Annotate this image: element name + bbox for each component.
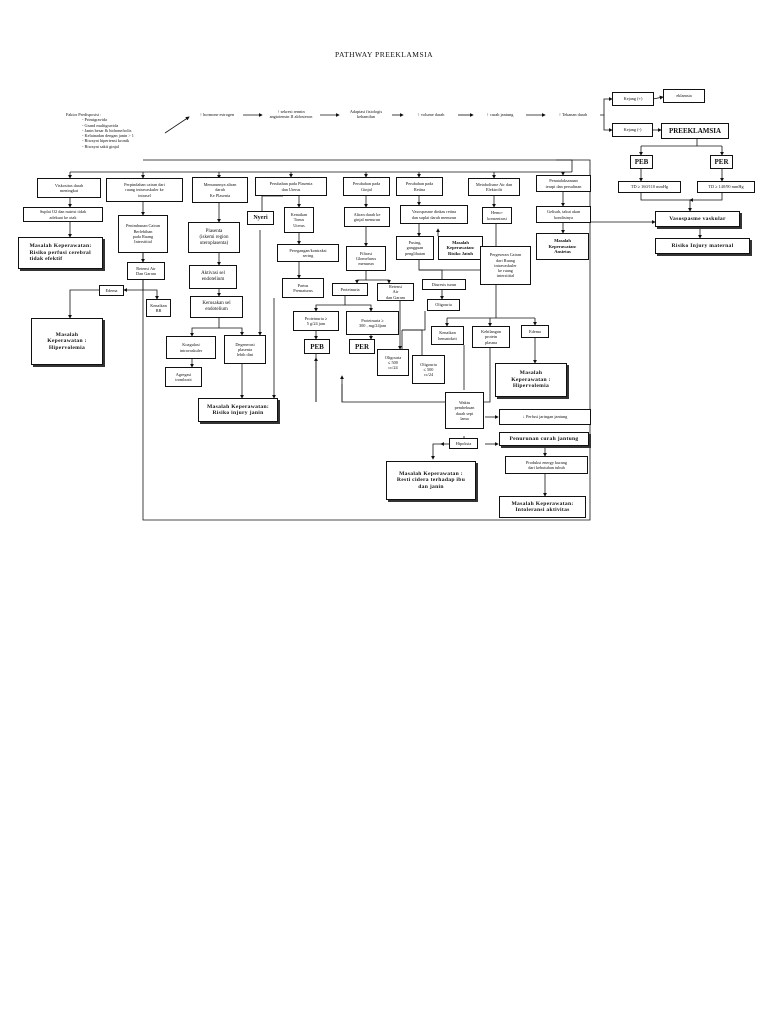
faktor-item: Riwayat hipertensi kronik [82, 138, 134, 143]
hipoksia-box: Hipoksia [449, 438, 478, 449]
masalah-ansietas-box: Masalah Keperawatan: Ansietas [536, 233, 589, 260]
retensi-air-garam-box: Retensi Air Dan Garam [127, 262, 165, 280]
peb-box-2: PEB [304, 339, 330, 354]
adaptasi-fisiologis: Adaptasi fisiologis kehamilan [349, 109, 383, 120]
vasospasme-retina-box: Vasospasme dinkas retina dan suplai dara… [400, 205, 468, 224]
produksi-energy-box: Produksi energy kurang dari kebutuhan tu… [505, 456, 588, 474]
eklamsia-box: eklamsia [663, 89, 705, 103]
masalah-perfusi-box: Masalah Keperawatan: Risiko perfusi cere… [18, 237, 103, 269]
oligouria-500-b-box: Oligouria ≤ 500 cc/24 [412, 355, 445, 384]
faktor-item: Janin besar & hidronefrolis [82, 128, 134, 133]
metabolisme-box: Metabolisme Air dan Elektrolit [468, 178, 520, 196]
nyeri-box: Nyeri [247, 211, 274, 225]
viskositas-box: Viskositas darah meningkat [37, 178, 101, 198]
masalah-resti-cidera-box: Masalah Keperawatan : Resti cidera terha… [386, 461, 476, 500]
risiko-injury-maternal-box: Risiko Injury maternal [655, 238, 750, 254]
page-title: PATHWAY PREEKLAMSIA [334, 50, 434, 59]
penurunan-curah-jantung-box: Penurunan curah jantung [499, 432, 589, 446]
masalah-intoleransi-box: Masalah Keperawatan: Intoleransi aktivit… [499, 496, 586, 518]
per-box-2: PER [349, 339, 375, 354]
proteinuria-per-box: Proteinuria ≥ 300 , mg/24jam [346, 311, 399, 335]
faktor-predisposisi: Faktor Predisposisi : PrimigravidaGrand … [66, 112, 134, 149]
masalah-hipervolemia-2-box: Masalah Keperawatan : Hipervolemia [495, 363, 567, 397]
edema-box: Edema [99, 285, 124, 296]
tekanan-darah: ↑ Tekanan darah [558, 112, 588, 117]
retensi-air-garam-2-box: Retensi Air dan Garam [377, 283, 414, 301]
masalah-hipervolemia-box: Masalah Keperawatan : Hipervolemia [31, 318, 103, 365]
sekresi-renin: ↑ sekresi rennin angiotensin II aldoster… [269, 109, 313, 120]
proteinuria-peb-box: Proteinuria ≥ 5 g/24 jam [293, 311, 339, 331]
kejang-negatif-box: Kejang (-) [612, 123, 653, 137]
kehilangan-protein-box: Kehilangan protein plasma [472, 326, 510, 348]
peb-box: PEB [630, 155, 653, 169]
edema-2-box: Edema [521, 325, 549, 338]
faktor-heading: Faktor Predisposisi : [66, 112, 102, 117]
penatalaksanaan-box: Penatalaksanaan terapi dan persalinan [536, 175, 591, 192]
perubahan-plasenta-box: Perubahan pada Plasenta dan Uterus [255, 177, 327, 196]
plasenta-iskemi-box: Plasenta (iskemi region uteroplasenta) [188, 222, 240, 253]
agregasi-box: Agregasi trombosit [165, 367, 202, 387]
gelisah-box: Gelisah, takut akan kondisinya [536, 206, 591, 223]
pusing-box: Pusing, gangguan penglihatan [396, 236, 434, 260]
kerusakan-sel-box: Kerusakan sel endotelium [190, 296, 243, 318]
perubahan-ginjal-box: Perubahan pada Ginjal [343, 177, 390, 196]
suplai-o2-box: Suplai O2 dan nutrisi tidak adekuat ke o… [23, 207, 103, 222]
peregangan-box: Peregangan/kontraksi sering [277, 244, 339, 262]
kenaikan-tonus-box: Kenaikan Tonus Uterus [284, 207, 314, 233]
curah-jantung: ↑ curah jantung [486, 112, 514, 117]
masalah-risiko-janin-box: Masalah Keperawatan: Risiko injury janin [198, 398, 278, 422]
perpindahan-cairan-box: Perpindahan cairan dari ruang intravasku… [106, 178, 183, 202]
volume-darah: ↑ volume darah [417, 112, 445, 117]
masalah-risiko-jatuh-box: Masalah Keperawatan: Risiko Jatuh [438, 236, 483, 260]
penimbunan-cairan-box: Penimbunan Cairan Berlebihan pada Ruang … [118, 215, 168, 253]
pergeseran-cairan-box: Pergeseran Cairan dari Ruang intravaskul… [480, 246, 531, 285]
perfusi-jantung-box: ↓ Perfusi jaringan jantung [499, 409, 591, 425]
kenaikan-bb-box: Kenaikan BB [146, 299, 171, 317]
filtrasi-box: Filtrasi Glomelurus menurun [346, 246, 386, 271]
preeklamsia-box: PREEKLAMSIA [661, 123, 729, 139]
perubahan-retina-box: Perubahan pada Retina [396, 177, 443, 196]
oligouria-box: Oligouria [427, 299, 460, 311]
kenaikan-hematokrit-box: Kenaikan hematokrit [431, 326, 464, 345]
kejang-positif-box: Kejang (+) [612, 92, 654, 106]
aliran-ginjal-box: Aliran darah ke ginjal menurun [344, 207, 390, 227]
menurunnya-aliran-box: Menurunnya aliran darah Ke Plasenta [192, 177, 248, 203]
proteinuria-box: Proteinuria [332, 283, 368, 296]
hormon-estrogen: ↑ hormone estrogen [199, 112, 235, 117]
faktor-item: Primigravida [82, 117, 134, 122]
faktor-item: Grand multigravida [82, 123, 134, 128]
faktor-item: Riwayat sakit ginjal [82, 144, 134, 149]
td-per-box: TD ≥ 140/90 mmHg [697, 181, 755, 193]
diuresis-box: Diuresis turun [422, 279, 466, 290]
aktivasi-sel-box: Aktivasi sel endotelium [189, 265, 237, 289]
degenerasi-box: Degenerasi plasenta lebih dini [224, 335, 266, 364]
waktu-pembekuan-box: Waktu pembekuan darah sepi lama [445, 392, 484, 429]
faktor-item: Kelainadan dengan janin > 1 [82, 133, 134, 138]
oligouria-500-a-box: Oligouria ≤ 500 cc/24 [377, 349, 409, 376]
per-box: PER [710, 155, 733, 169]
partus-prematurus-box: Partus Prematurus [282, 278, 324, 298]
koagulasi-box: Koagulasi intravaskuler [166, 336, 216, 359]
faktor-list: PrimigravidaGrand multigravidaJanin besa… [66, 117, 134, 149]
td-peb-box: TD ≥ 160/110 mmHg [618, 181, 681, 193]
hemokonsentrasi-box: Hemo- konsentrasi [482, 207, 512, 224]
vasospasme-vaskular-box: Vasospasme vaskular [655, 211, 740, 227]
